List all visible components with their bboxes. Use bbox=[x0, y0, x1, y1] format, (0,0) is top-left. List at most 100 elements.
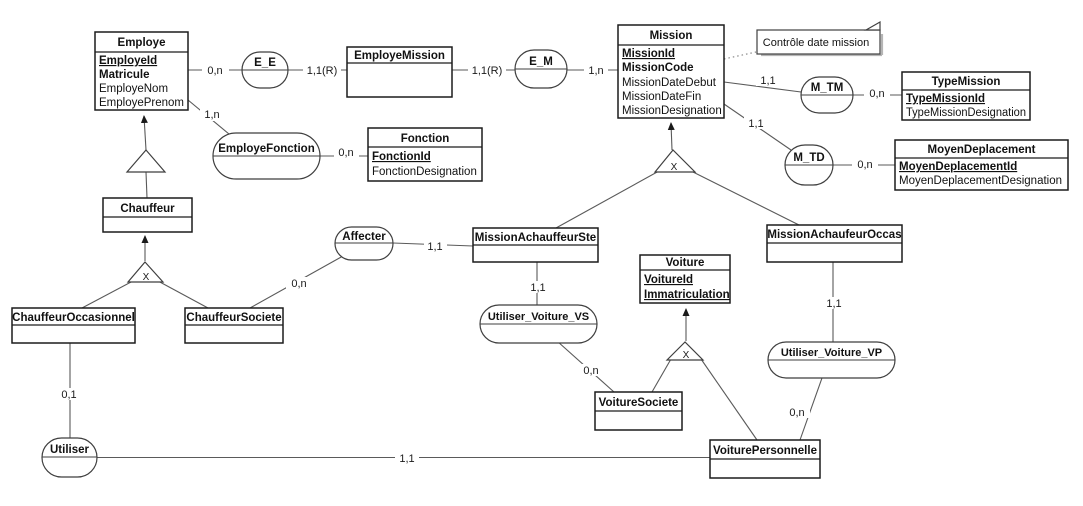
link-xtri-chauffeursociete bbox=[157, 280, 209, 309]
label-bg bbox=[822, 297, 845, 309]
cardinality-label: 1,1 bbox=[826, 298, 841, 310]
label-bg bbox=[395, 452, 419, 464]
entity-chauffeur-societe[interactable]: ChauffeurSociete bbox=[184, 307, 284, 344]
label-bg bbox=[578, 364, 604, 376]
attribute: FonctionDesignation bbox=[372, 166, 477, 178]
attribute: EmployeNom bbox=[99, 83, 168, 95]
entity-mission-a-chauffeur-ste[interactable]: MissionAchauffeurSte bbox=[472, 227, 599, 263]
relationship-utiliser-voiture-vp[interactable]: Utiliser_Voiture_VP bbox=[767, 341, 896, 379]
label-bg bbox=[57, 388, 81, 400]
link-xtri-missionachaufeuroccas bbox=[690, 170, 800, 226]
relationship-m-tm[interactable]: M_TM bbox=[800, 76, 854, 114]
cardinality-labels: 0,n 1,1(R) 1,1(R) 1,n 1,n 0,n 1,1 0,n 1,… bbox=[57, 64, 890, 465]
exclusion-triangle-chauffeur[interactable] bbox=[126, 261, 165, 283]
cardinality-label: 0,n bbox=[338, 147, 353, 159]
exclusion-x-label: X bbox=[671, 162, 678, 173]
entity-title: EmployeMission bbox=[354, 50, 445, 62]
entity-mission[interactable]: Mission MissionId MissionCode MissionDat… bbox=[617, 24, 725, 119]
entity-box[interactable] bbox=[894, 139, 1069, 191]
arrow-chauffeur-to-employe bbox=[140, 115, 148, 151]
cardinality-label: 1,1 bbox=[427, 241, 442, 253]
cardinality-label: 1,n bbox=[588, 65, 603, 77]
link-xtri-chauffeuroccasionnel bbox=[81, 280, 134, 309]
relationship-utiliser[interactable]: Utiliser bbox=[41, 437, 98, 478]
cardinality-label: 1,1 bbox=[530, 282, 545, 294]
entity-voiture[interactable]: Voiture VoitureId Immatriculation bbox=[639, 254, 731, 304]
label-bg bbox=[202, 64, 229, 76]
arrow-children-to-mission bbox=[667, 122, 675, 151]
entity-box[interactable] bbox=[617, 24, 725, 119]
attribute-key: MissionCode bbox=[622, 62, 694, 74]
entity-type-mission[interactable]: TypeMission TypeMissionId TypeMissionDes… bbox=[901, 71, 1031, 121]
note-text: Contrôle date mission bbox=[763, 37, 869, 49]
attribute-identifier: MissionId bbox=[622, 48, 675, 60]
attribute-identifier: VoitureId bbox=[644, 274, 693, 286]
cardinality-label: 1,1(R) bbox=[307, 65, 338, 77]
attribute-key: Matricule bbox=[99, 69, 150, 81]
entity-title: MissionAchaufeurOccas bbox=[767, 229, 901, 241]
link-mission-note-dotted bbox=[723, 51, 757, 60]
entity-title: Chauffeur bbox=[120, 203, 175, 215]
entity-title: VoitureSociete bbox=[599, 397, 679, 409]
note-controle-date-mission[interactable]: Contrôle date mission bbox=[756, 20, 884, 57]
attribute: TypeMissionDesignation bbox=[906, 107, 1026, 119]
entity-box[interactable] bbox=[102, 197, 193, 233]
cardinality-label: 0,n bbox=[291, 278, 306, 290]
label-bg bbox=[303, 64, 341, 76]
entity-title: MissionAchauffeurSte bbox=[475, 232, 596, 244]
label-bg bbox=[584, 64, 608, 76]
entity-title: MoyenDeplacement bbox=[927, 144, 1035, 156]
entity-fonction[interactable]: Fonction FonctionId FonctionDesignation bbox=[367, 127, 483, 182]
relationship-title: E_M bbox=[529, 56, 553, 68]
note-box[interactable] bbox=[756, 29, 881, 55]
entity-title: ChauffeurOccasionnel bbox=[12, 312, 135, 324]
cardinality-label: 1,1 bbox=[760, 75, 775, 87]
entity-box[interactable] bbox=[346, 46, 453, 98]
relationship-e-e[interactable]: E_E bbox=[241, 51, 289, 89]
entity-title: TypeMission bbox=[932, 76, 1001, 88]
relationship-utiliser-voiture-vs[interactable]: Utiliser_Voiture_VS bbox=[479, 304, 598, 344]
entity-box[interactable] bbox=[639, 254, 731, 304]
exclusion-triangle-mission[interactable] bbox=[653, 149, 697, 173]
entity-voiture-societe[interactable]: VoitureSociete bbox=[594, 391, 683, 431]
relationship-e-m[interactable]: E_M bbox=[514, 49, 568, 89]
cardinality-label: 0,n bbox=[869, 88, 884, 100]
link-xtri-missionachauffeurste bbox=[555, 170, 660, 229]
entity-mission-a-chaufeur-occas[interactable]: MissionAchaufeurOccas bbox=[766, 224, 903, 263]
entity-moyen-deplacement[interactable]: MoyenDeplacement MoyenDeplacementId Moye… bbox=[894, 139, 1069, 191]
entity-chauffeur[interactable]: Chauffeur bbox=[102, 197, 193, 233]
cardinality-label: 0,n bbox=[789, 407, 804, 419]
entity-title: Fonction bbox=[401, 133, 450, 145]
entity-box[interactable] bbox=[901, 71, 1031, 121]
attribute-identifier: EmployeId bbox=[99, 55, 157, 67]
cardinality-label: 0,1 bbox=[61, 389, 76, 401]
entity-chauffeur-occasionnel[interactable]: ChauffeurOccasionnel bbox=[11, 307, 136, 344]
entity-voiture-personnelle[interactable]: VoiturePersonnelle bbox=[709, 439, 821, 479]
cardinality-label: 0,n bbox=[857, 159, 872, 171]
entity-employe[interactable]: Employe EmployeId Matricule EmployeNom E… bbox=[94, 31, 189, 111]
inheritance-triangle-employe[interactable] bbox=[125, 149, 167, 173]
entity-title: VoiturePersonnelle bbox=[713, 445, 817, 457]
entity-box[interactable] bbox=[94, 31, 189, 111]
constraint-triangles: X X X bbox=[125, 149, 705, 361]
attribute-identifier: MoyenDeplacementId bbox=[899, 161, 1017, 173]
exclusion-triangle-voiture[interactable] bbox=[665, 341, 705, 361]
relationship-m-td[interactable]: M_TD bbox=[784, 144, 834, 186]
attribute: MissionDateDebut bbox=[622, 77, 717, 89]
label-bg bbox=[784, 406, 810, 418]
entity-employe-mission[interactable]: EmployeMission bbox=[346, 46, 453, 98]
relationship-affecter[interactable]: Affecter bbox=[334, 226, 394, 261]
label-bg bbox=[200, 108, 224, 121]
label-bg bbox=[852, 158, 878, 170]
link-chauffeur-inheritance-triangle bbox=[145, 171, 148, 199]
entity-title: Voiture bbox=[666, 257, 705, 269]
relationship-title: E_E bbox=[254, 57, 276, 69]
label-bg bbox=[744, 117, 769, 129]
entity-title: Mission bbox=[650, 30, 693, 42]
entity-box[interactable] bbox=[367, 127, 483, 182]
entity-title: Employe bbox=[118, 37, 166, 49]
relationship-employe-fonction[interactable]: EmployeFonction bbox=[212, 132, 321, 180]
label-bg bbox=[286, 277, 312, 289]
exclusion-x-label: X bbox=[143, 272, 150, 283]
